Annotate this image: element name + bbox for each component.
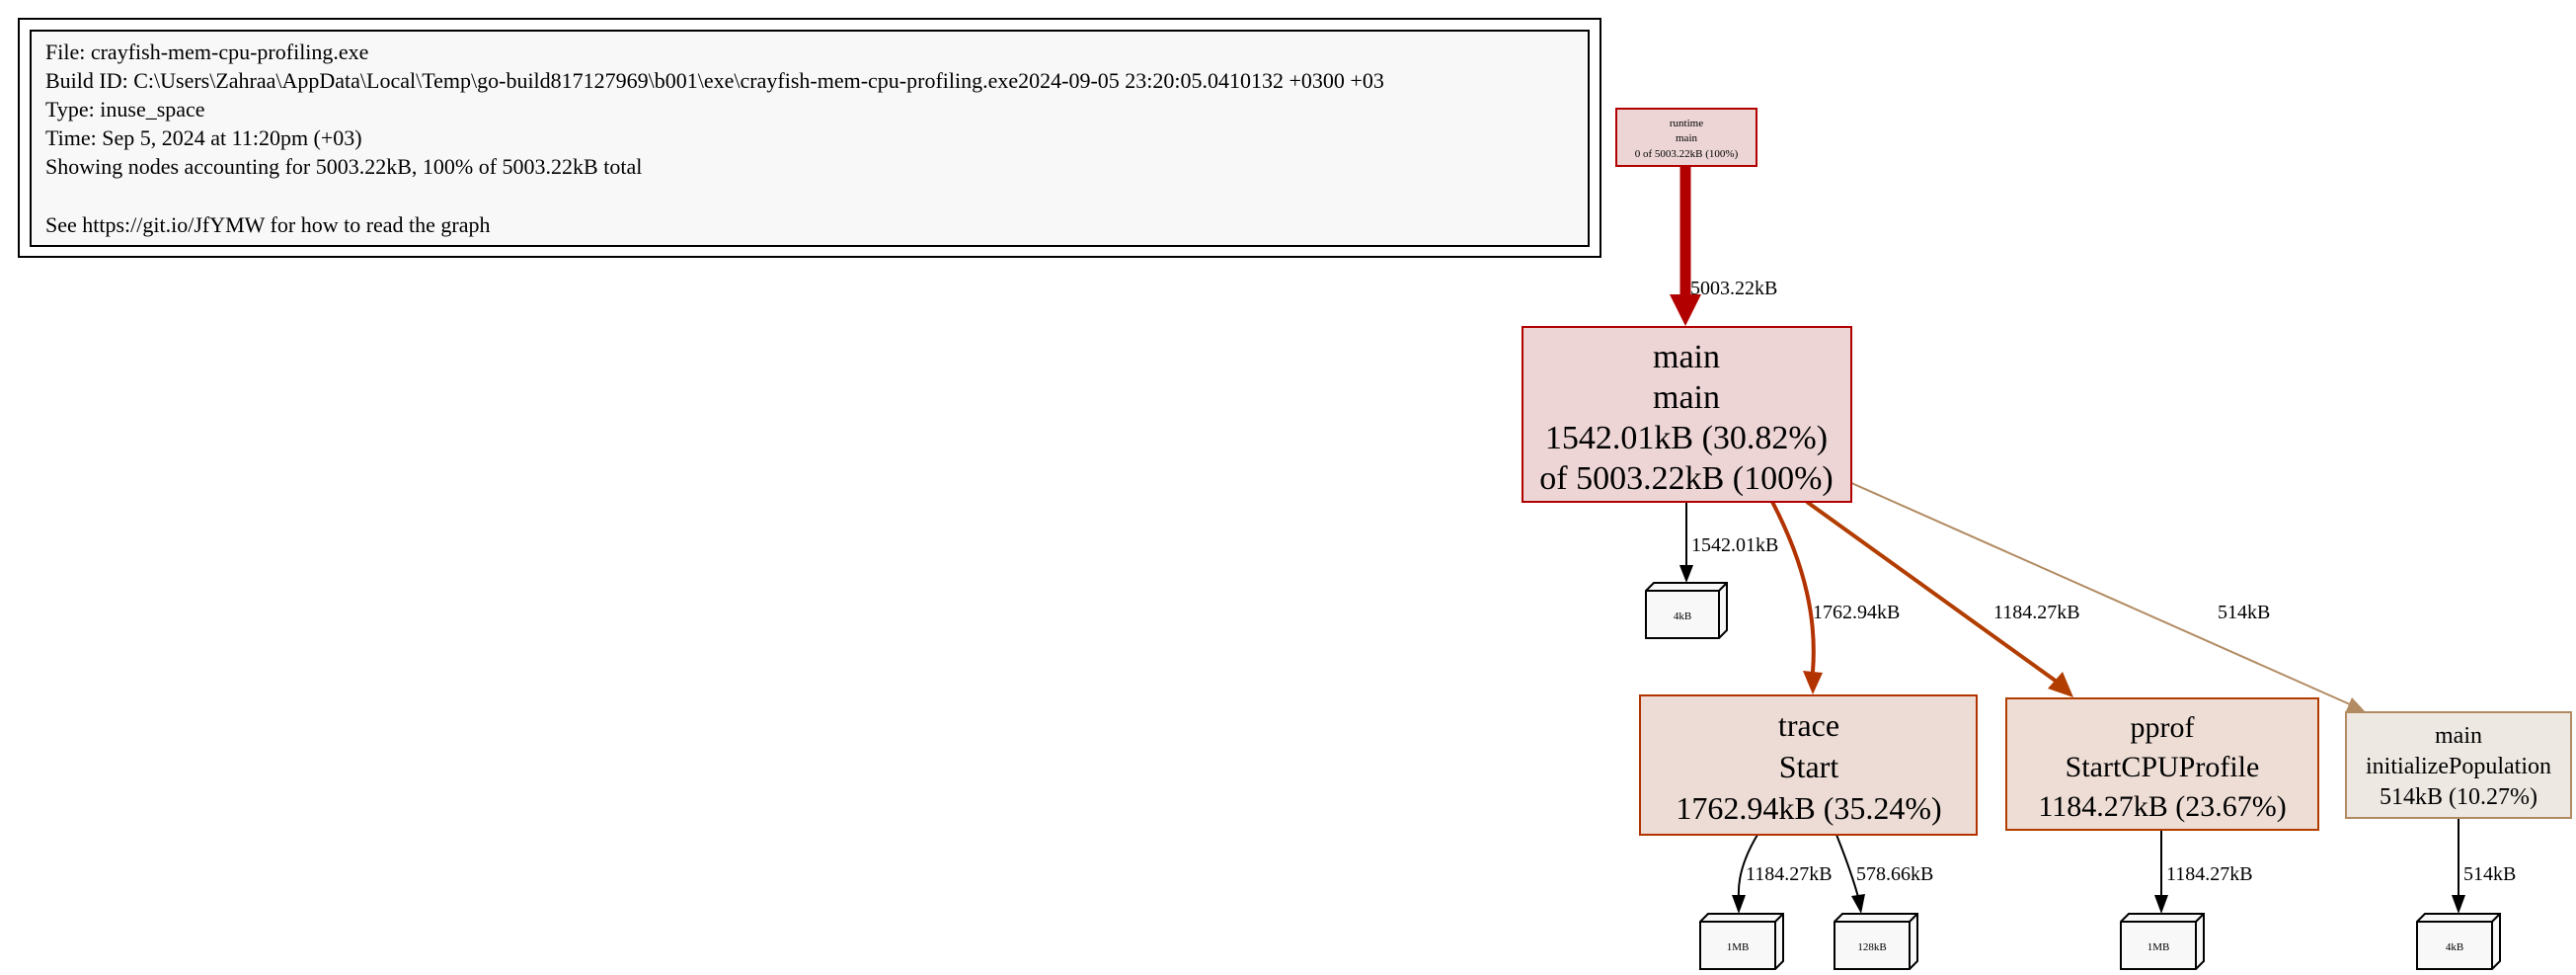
node-runtime-main-line2: main xyxy=(1676,132,1697,144)
edge-label-main-to-box: 1542.01kB xyxy=(1691,534,1778,556)
edge-label-main-to-init: 514kB xyxy=(2218,602,2270,623)
node-main-main-line3: 1542.01kB (30.82%) xyxy=(1545,420,1828,456)
edge-init-to-box[interactable]: 514kB xyxy=(2452,818,2516,914)
node-pprof-line1: pprof xyxy=(2131,711,2195,744)
legend-file: File: crayfish-mem-cpu-profiling.exe xyxy=(45,40,368,64)
edges: 5003.22kB 1542.01kB 1762.94kB 1184.27kB … xyxy=(1670,166,2516,914)
nodes: runtime main 0 of 5003.22kB (100%) main … xyxy=(1522,108,2572,836)
edge-trace-to-box1[interactable]: 1184.27kB xyxy=(1732,834,1833,914)
legend: File: crayfish-mem-cpu-profiling.exe Bui… xyxy=(18,18,1601,258)
legend-type: Type: inuse_space xyxy=(45,97,205,122)
size-boxes: 4kB 1MB 128kB 1MB 4kB xyxy=(1645,582,2501,970)
size-box-trace-1mb[interactable]: 1MB xyxy=(1699,913,1784,970)
edge-label-pprof-to-box: 1184.27kB xyxy=(2166,863,2253,885)
size-box-init-4kb-label: 4kB xyxy=(2446,941,2463,953)
node-trace-start-line1: trace xyxy=(1778,707,1839,743)
node-pprof-line2: StartCPUProfile xyxy=(2066,751,2260,783)
edge-pprof-to-box[interactable]: 1184.27kB xyxy=(2154,830,2253,914)
node-trace-start-line3: 1762.94kB (35.24%) xyxy=(1676,790,1941,826)
node-main-main[interactable]: main main 1542.01kB (30.82%) of 5003.22k… xyxy=(1522,326,1852,503)
node-main-init-box xyxy=(2345,711,2572,819)
node-main-init-line1: main xyxy=(2435,723,2482,749)
node-main-initializepopulation[interactable]: main initializePopulation 514kB (10.27%) xyxy=(2345,711,2572,819)
edge-main-to-trace[interactable]: 1762.94kB xyxy=(1770,501,1900,694)
legend-showing: Showing nodes accounting for 5003.22kB, … xyxy=(45,154,642,179)
node-main-main-line2: main xyxy=(1653,379,1720,416)
node-runtime-main-line1: runtime xyxy=(1670,118,1703,129)
edge-main-to-pprof[interactable]: 1184.27kB xyxy=(1805,500,2080,697)
node-main-main-box xyxy=(1522,326,1852,503)
edge-runtime-to-main[interactable]: 5003.22kB xyxy=(1670,166,1777,326)
edge-trace-to-box2[interactable]: 578.66kB xyxy=(1835,834,1933,914)
size-box-trace-128kb[interactable]: 128kB xyxy=(1834,913,1918,970)
edge-label-runtime-to-main: 5003.22kB xyxy=(1690,278,1777,299)
node-main-main-line1: main xyxy=(1653,339,1720,375)
legend-help-link[interactable]: See https://git.io/JfYMW for how to read… xyxy=(45,212,491,237)
node-runtime-main[interactable]: runtime main 0 of 5003.22kB (100%) xyxy=(1615,108,1757,167)
node-runtime-main-line3: 0 of 5003.22kB (100%) xyxy=(1635,148,1739,160)
node-trace-start[interactable]: trace Start 1762.94kB (35.24%) xyxy=(1639,694,1978,836)
node-main-init-line3: 514kB (10.27%) xyxy=(2380,784,2537,810)
edge-label-trace-to-box1: 1184.27kB xyxy=(1746,863,1833,885)
node-main-init-line2: initializePopulation xyxy=(2366,754,2551,779)
node-runtime-main-box xyxy=(1615,108,1757,167)
node-pprof-startcpuprofile-box xyxy=(2005,697,2319,831)
node-main-main-line4: of 5003.22kB (100%) xyxy=(1539,460,1833,497)
node-trace-start-line2: Start xyxy=(1779,749,1839,784)
edge-label-main-to-pprof: 1184.27kB xyxy=(1993,602,2080,623)
size-box-init-4kb[interactable]: 4kB xyxy=(2416,913,2501,970)
size-box-main-label: 4kB xyxy=(1674,610,1691,622)
edge-main-to-box[interactable]: 1542.01kB xyxy=(1679,502,1778,583)
edge-label-main-to-trace: 1762.94kB xyxy=(1813,602,1900,623)
legend-inner-frame xyxy=(30,30,1590,247)
edge-label-init-to-box: 514kB xyxy=(2463,863,2516,885)
size-box-main[interactable]: 4kB xyxy=(1645,582,1728,639)
edge-label-trace-to-box2: 578.66kB xyxy=(1856,863,1933,885)
legend-build-id: Build ID: C:\Users\Zahraa\AppData\Local\… xyxy=(45,68,1384,93)
node-trace-start-box xyxy=(1639,694,1978,836)
legend-time: Time: Sep 5, 2024 at 11:20pm (+03) xyxy=(45,125,362,150)
size-box-trace-128kb-label: 128kB xyxy=(1857,941,1886,953)
node-pprof-startcpuprofile[interactable]: pprof StartCPUProfile 1184.27kB (23.67%) xyxy=(2005,697,2319,831)
size-box-trace-1mb-label: 1MB xyxy=(1727,941,1750,953)
size-box-pprof-1mb[interactable]: 1MB xyxy=(2120,913,2205,970)
node-pprof-line3: 1184.27kB (23.67%) xyxy=(2038,790,2286,823)
size-box-pprof-1mb-label: 1MB xyxy=(2147,941,2170,953)
edge-main-to-init[interactable]: 514kB xyxy=(1848,481,2366,712)
